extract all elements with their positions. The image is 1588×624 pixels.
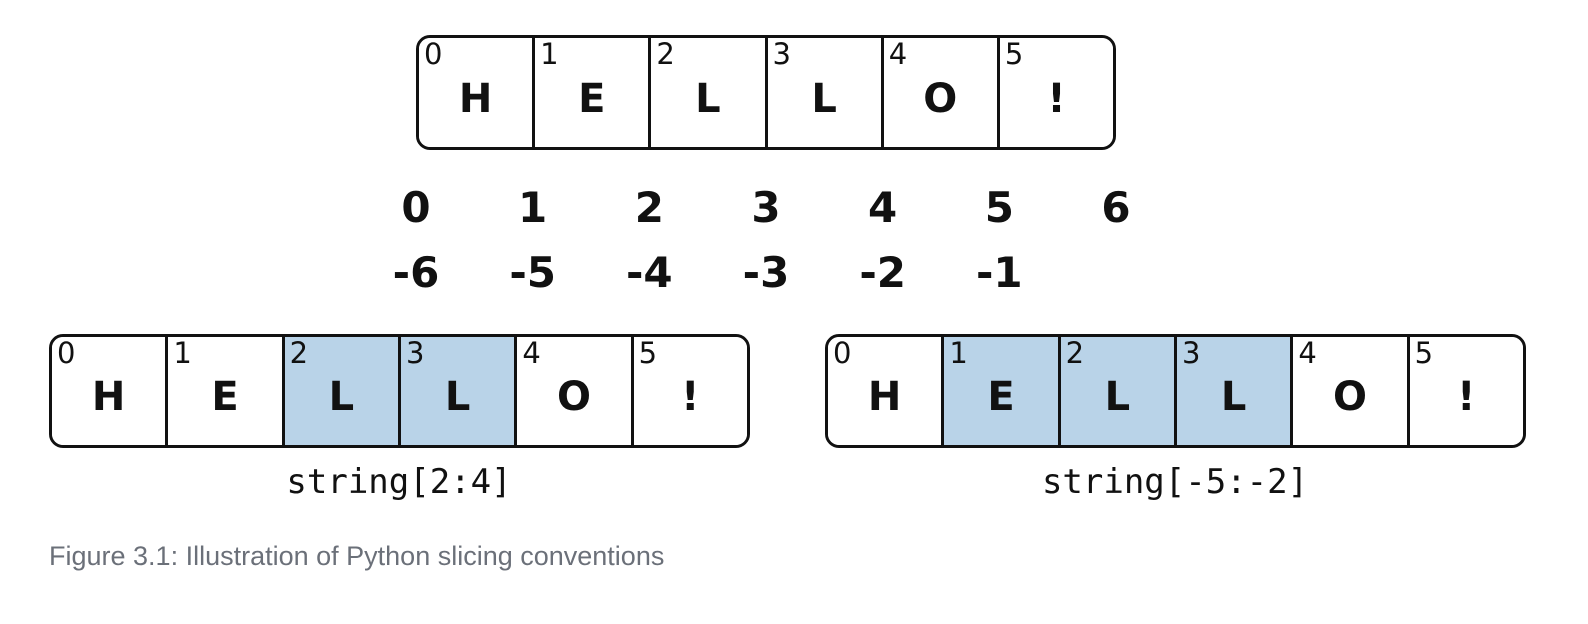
cell-char: L bbox=[328, 374, 355, 420]
cell-char: E bbox=[211, 374, 239, 420]
positive-index-label: 0 bbox=[401, 183, 431, 232]
cell-char: E bbox=[987, 374, 1015, 420]
cell-index: 4 bbox=[522, 336, 541, 370]
positive-index-label: 1 bbox=[518, 183, 548, 232]
cell-index: 3 bbox=[1181, 336, 1201, 370]
cell-char: L bbox=[1104, 374, 1131, 420]
slice-label-2-4: string[2:4] bbox=[286, 462, 512, 502]
cell-index: 3 bbox=[772, 37, 791, 71]
cell-char: O bbox=[923, 75, 958, 122]
cell-index: 1 bbox=[949, 336, 968, 370]
cell-index: 2 bbox=[289, 336, 309, 370]
cell-index: 5 bbox=[1004, 37, 1024, 71]
cell-index: 4 bbox=[1298, 336, 1317, 370]
cell-char: O bbox=[556, 374, 591, 420]
cell-char: H bbox=[458, 75, 493, 122]
cell-char: ! bbox=[681, 374, 700, 420]
positive-index-label: 2 bbox=[634, 183, 664, 232]
cell-char: L bbox=[811, 75, 837, 122]
cell-index: 0 bbox=[424, 37, 443, 71]
positive-index-label: 6 bbox=[1101, 183, 1131, 232]
negative-index-label: -4 bbox=[626, 248, 673, 297]
char-cell: 5! bbox=[633, 336, 747, 445]
cell-index: 5 bbox=[1414, 336, 1434, 370]
negative-index-label: -2 bbox=[859, 248, 906, 297]
cell-char: ! bbox=[1457, 374, 1476, 420]
negative-index-label: -6 bbox=[392, 248, 440, 297]
char-cell: 5! bbox=[999, 37, 1113, 147]
cell-index: 5 bbox=[638, 336, 658, 370]
negative-index-label: -1 bbox=[976, 248, 1023, 297]
negative-index-label: -3 bbox=[742, 248, 790, 297]
cell-char: O bbox=[1332, 374, 1367, 420]
cell-index: 0 bbox=[57, 336, 76, 370]
cell-char: L bbox=[1220, 374, 1247, 420]
cell-index: 0 bbox=[833, 336, 852, 370]
cell-char: H bbox=[867, 374, 902, 420]
negative-index-label: -5 bbox=[509, 248, 556, 297]
cell-index: 3 bbox=[405, 336, 425, 370]
cell-index: 4 bbox=[888, 37, 908, 71]
figure-caption: Figure 3.1: Illustration of Python slici… bbox=[49, 541, 665, 571]
cell-char: E bbox=[578, 75, 606, 122]
cell-char: L bbox=[695, 75, 721, 122]
char-cell: 5! bbox=[1409, 336, 1523, 445]
cell-index: 2 bbox=[1065, 336, 1085, 370]
cell-char: ! bbox=[1047, 75, 1066, 122]
cell-char: L bbox=[444, 374, 471, 420]
cell-index: 1 bbox=[540, 37, 559, 71]
cell-index: 1 bbox=[173, 336, 192, 370]
positive-index-label: 3 bbox=[751, 183, 781, 232]
positive-index-label: 4 bbox=[868, 183, 898, 232]
cell-index: 2 bbox=[656, 37, 675, 71]
cell-char: H bbox=[91, 374, 126, 420]
slice-label-neg5-neg2: string[-5:-2] bbox=[1041, 462, 1309, 502]
positive-index-label: 5 bbox=[984, 183, 1014, 232]
